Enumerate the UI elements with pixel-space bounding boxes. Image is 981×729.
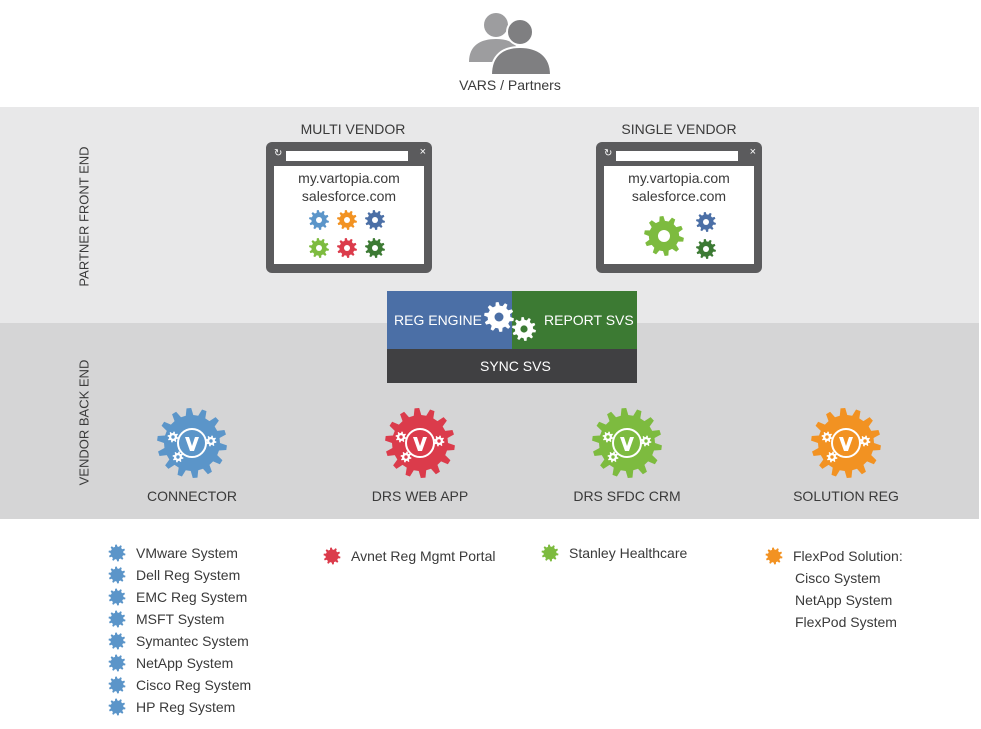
gear-icon <box>365 238 385 258</box>
url-salesforce: salesforce.com <box>631 188 727 204</box>
partner-front-end-label: PARTNER FRONT END <box>76 146 92 287</box>
url-vartopia: my.vartopia.com <box>628 170 730 186</box>
gear-icon <box>108 610 126 628</box>
gear-icon <box>108 588 126 606</box>
single-vendor-title: SINGLE VENDOR <box>621 121 737 137</box>
window-pane: my.vartopia.com salesforce.com <box>604 166 754 264</box>
drs-sfdc-crm-label: DRS SFDC CRM <box>573 488 681 504</box>
gear-icon <box>108 676 126 694</box>
reg-engine-label: REG ENGINE <box>394 312 482 328</box>
gear-icon <box>696 239 716 259</box>
gear-icon <box>323 547 341 565</box>
solution-legend: FlexPod Solution: Cisco System NetApp Sy… <box>765 545 903 633</box>
sync-svs-box <box>387 349 637 383</box>
gear-icon <box>108 632 126 650</box>
gear-icon <box>365 210 385 230</box>
window-pane: my.vartopia.com salesforce.com <box>274 166 424 264</box>
users-icon <box>469 13 553 75</box>
list-item: MSFT System <box>108 608 251 630</box>
refresh-icon: ↻ <box>274 148 283 159</box>
multi-vendor-title: MULTI VENDOR <box>300 121 406 137</box>
drs-web-app-label: DRS WEB APP <box>371 488 469 504</box>
report-svs-label: REPORT SVS <box>544 312 634 328</box>
list-item: FlexPod System <box>795 614 897 630</box>
url-salesforce: salesforce.com <box>301 188 397 204</box>
multi-vendor-window: ↻ × my.vartopia.com salesforce.com <box>266 142 432 273</box>
gear-icon <box>108 698 126 716</box>
list-item: Symantec System <box>108 630 251 652</box>
list-item: Stanley Healthcare <box>541 542 687 564</box>
gear-icon <box>309 238 329 258</box>
drs-web-app-icon <box>385 408 455 478</box>
list-item: HP Reg System <box>108 696 251 718</box>
sync-svs-label: SYNC SVS <box>480 358 551 374</box>
list-item: Avnet Reg Mgmt Portal <box>323 545 495 567</box>
refresh-icon: ↻ <box>604 148 613 159</box>
gear-icon <box>696 212 716 232</box>
address-bar <box>286 151 408 161</box>
list-item: FlexPod Solution: <box>765 545 903 567</box>
connector-icon <box>157 408 227 478</box>
close-icon: × <box>419 146 426 158</box>
gear-icons-grid <box>309 210 385 258</box>
engine-block: REG ENGINE REPORT SVS SYNC SVS <box>387 291 637 383</box>
vendor-back-end-label: VENDOR BACK END <box>76 359 92 486</box>
gear-icon <box>309 210 329 230</box>
large-gear-icon <box>644 216 684 256</box>
drs-web-legend: Avnet Reg Mgmt Portal <box>323 545 495 567</box>
drs-sfdc-crm-icon <box>592 408 662 478</box>
list-item: NetApp System <box>108 652 251 674</box>
engine-gears-icon <box>484 302 536 341</box>
solution-reg-label: SOLUTION REG <box>793 488 899 504</box>
list-item: Cisco Reg System <box>108 674 251 696</box>
list-item: Cisco System <box>795 570 881 586</box>
single-vendor-window: ↻ × my.vartopia.com salesforce.com <box>596 142 762 273</box>
list-item: NetApp System <box>795 592 893 608</box>
report-svs-box <box>512 291 637 349</box>
list-item: EMC Reg System <box>108 586 251 608</box>
gear-icon <box>108 566 126 584</box>
connector-legend: VMware System Dell Reg System EMC Reg Sy… <box>108 542 251 718</box>
gear-icon <box>108 544 126 562</box>
list-item: Dell Reg System <box>108 564 251 586</box>
gear-icon <box>108 654 126 672</box>
gear-icons-grid <box>644 212 716 259</box>
url-vartopia: my.vartopia.com <box>298 170 400 186</box>
close-icon: × <box>749 146 756 158</box>
gear-icon <box>765 547 783 565</box>
partner-front-end-band <box>0 107 979 323</box>
connector-label: CONNECTOR <box>147 488 237 504</box>
address-bar <box>616 151 738 161</box>
gear-icon <box>541 544 559 562</box>
list-item: VMware System <box>108 542 251 564</box>
gear-icon <box>337 210 357 230</box>
solution-reg-icon <box>811 408 881 478</box>
drs-sfdc-legend: Stanley Healthcare <box>541 542 687 564</box>
vars-partners-label: VARS / Partners <box>459 77 561 93</box>
gear-icon <box>337 238 357 258</box>
